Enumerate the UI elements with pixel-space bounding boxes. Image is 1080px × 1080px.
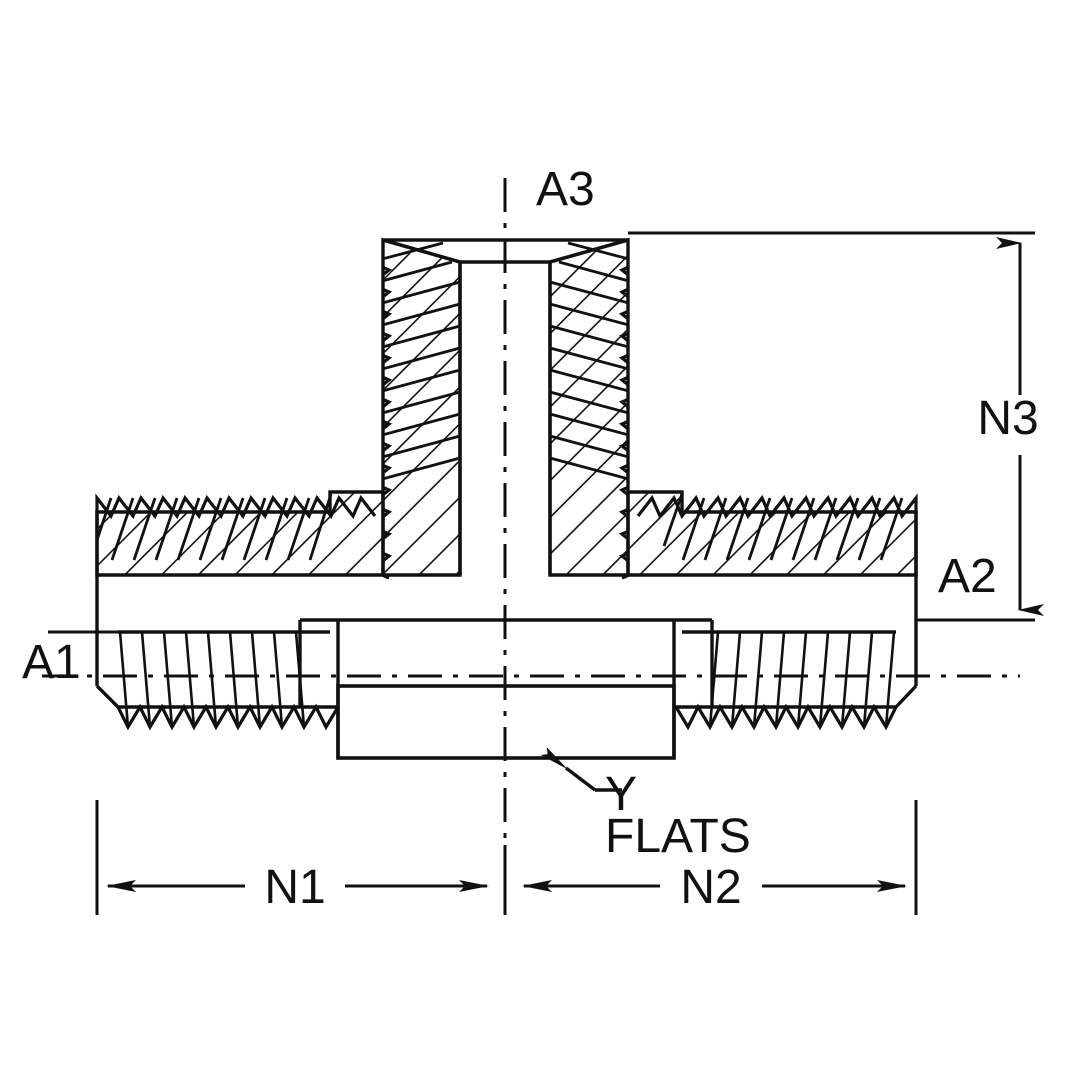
label-a1: A1 xyxy=(22,636,81,689)
thread-flank-lines-left xyxy=(383,241,460,484)
branch-thread-left xyxy=(383,241,460,580)
label-flats: FLATS xyxy=(605,810,751,863)
label-n3: N3 xyxy=(977,392,1038,445)
thread-root-lines-left xyxy=(118,631,306,728)
y-flats-leader xyxy=(540,747,622,792)
branch-top-left-chamfer xyxy=(382,238,461,264)
left-end-chamfer xyxy=(95,684,120,709)
run-thread-upper-right xyxy=(636,493,918,561)
centerlines xyxy=(42,178,1020,862)
run-thread-lower-right xyxy=(674,630,898,731)
right-run-section xyxy=(626,490,918,577)
right-end-chamfer xyxy=(894,684,918,709)
branch-thread-right xyxy=(550,241,628,580)
dimension-n1-n2 xyxy=(95,800,918,915)
label-a2: A2 xyxy=(938,550,997,603)
label-n2: N2 xyxy=(680,861,741,914)
thread-crest-zigzag-right xyxy=(674,703,898,731)
label-y: Y xyxy=(605,768,637,821)
run-thread-lower-left xyxy=(116,630,340,731)
branch-left-wall-section xyxy=(381,237,462,577)
run-thread-upper-left xyxy=(95,493,377,561)
thread-root-lines-right xyxy=(708,631,896,728)
branch-right-wall-section xyxy=(548,237,630,577)
run-thread-flanks-right xyxy=(662,493,904,561)
thread-crest-zigzag-left xyxy=(116,703,340,731)
y-flats-leader-line xyxy=(540,747,597,792)
run-thread-flanks-left xyxy=(95,493,333,561)
dimension-labels: A3 N3 A2 A1 Y FLATS N1 N2 xyxy=(22,163,1039,914)
branch-top-right-chamfer xyxy=(549,238,629,264)
label-n1: N1 xyxy=(264,861,325,914)
thread-flank-lines-right xyxy=(550,241,628,484)
label-a3: A3 xyxy=(536,163,595,216)
